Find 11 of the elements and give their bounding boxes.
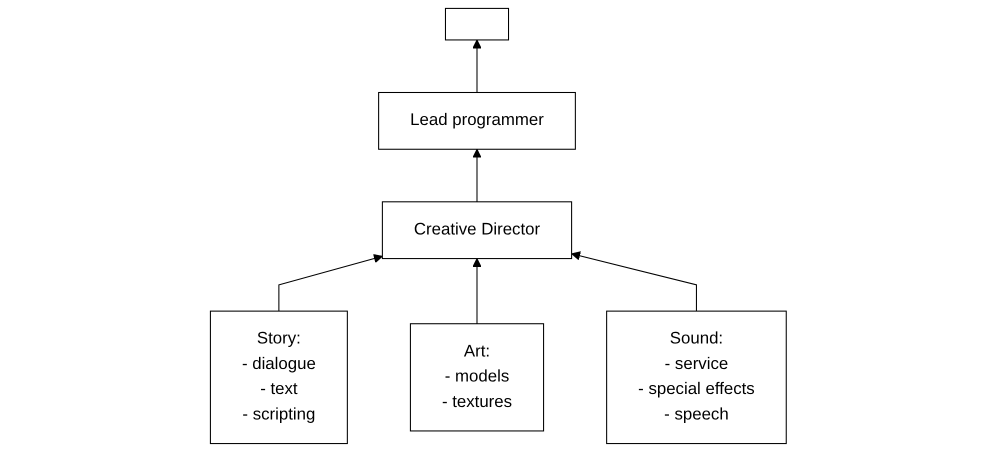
node-box: Creative Director <box>382 201 572 260</box>
arrow <box>278 254 383 312</box>
node-box: Lead programmer <box>378 92 576 150</box>
node-box: Art: - models - textures <box>410 323 544 432</box>
arrow <box>472 40 482 92</box>
node-box: Story: - dialogue - text - scripting <box>210 310 348 444</box>
node-box <box>445 8 510 40</box>
arrow <box>472 258 482 324</box>
arrow <box>472 148 482 202</box>
node-box: Sound: - service - special effects - speech <box>606 310 787 444</box>
arrow <box>571 251 698 312</box>
